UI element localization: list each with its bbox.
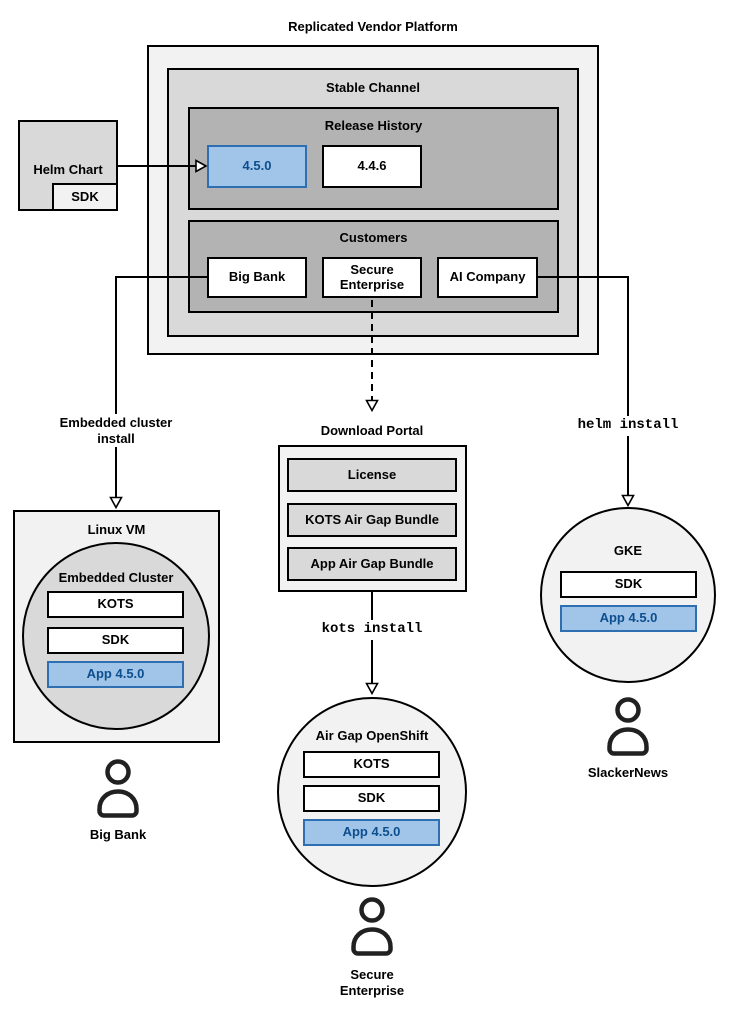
customer-box-ai-company: AI Company — [437, 257, 538, 298]
arrowhead-down-icon — [365, 682, 379, 696]
arrowhead-down-icon — [365, 399, 379, 413]
edge-label-helm-install: helm install — [574, 416, 682, 436]
slackernews-person — [600, 696, 656, 758]
user-label-secure-enterprise: Secure Enterprise — [339, 967, 405, 998]
helm-chart-sdk-box: SDK — [52, 183, 118, 211]
release-history-label: Release History — [324, 118, 423, 133]
airgap-openshift-label: Air Gap OpenShift — [315, 728, 429, 743]
customer-box-big-bank: Big Bank — [207, 257, 307, 298]
linux-vm-label: Linux VM — [87, 522, 146, 537]
portal-item-kots-airgap-bundle: KOTS Air Gap Bundle — [287, 503, 457, 537]
component-box-sdk: SDK — [303, 785, 440, 812]
component-box-kots: KOTS — [303, 751, 440, 778]
download-portal-title: Download Portal — [320, 423, 424, 438]
component-box-kots: KOTS — [47, 591, 184, 618]
person-icon — [607, 697, 649, 756]
edge-label-embedded-cluster-install: Embedded cluster install — [56, 414, 176, 448]
customer-box-secure-enterprise: Secure Enterprise — [322, 257, 422, 298]
component-box-app: App 4.5.0 — [303, 819, 440, 846]
edge-label-kots-install: kots install — [318, 620, 426, 640]
big-bank-person — [90, 758, 146, 820]
embedded-cluster-label: Embedded Cluster — [58, 570, 174, 585]
customers-label: Customers — [339, 230, 408, 245]
component-box-sdk: SDK — [560, 571, 697, 598]
person-icon — [351, 897, 393, 956]
helm-chart-label: Helm Chart — [33, 162, 103, 177]
stable-channel-label: Stable Channel — [326, 80, 420, 95]
component-box-sdk: SDK — [47, 627, 184, 654]
portal-item-license: License — [287, 458, 457, 492]
portal-item-app-airgap-bundle: App Air Gap Bundle — [287, 547, 457, 581]
user-label-slackernews: SlackerNews — [587, 765, 669, 780]
person-icon — [97, 759, 139, 818]
release-box-4-4-6: 4.4.6 — [322, 145, 422, 188]
arrowhead-down-icon — [109, 496, 123, 510]
arrowhead-down-icon — [621, 494, 635, 508]
component-box-app: App 4.5.0 — [560, 605, 697, 632]
gke-label: GKE — [613, 543, 643, 558]
release-box-4-5-0: 4.5.0 — [207, 145, 307, 188]
platform-title: Replicated Vendor Platform — [288, 19, 458, 34]
user-label-big-bank: Big Bank — [89, 827, 147, 842]
component-box-app: App 4.5.0 — [47, 661, 184, 688]
secure-enterprise-person — [344, 896, 400, 958]
